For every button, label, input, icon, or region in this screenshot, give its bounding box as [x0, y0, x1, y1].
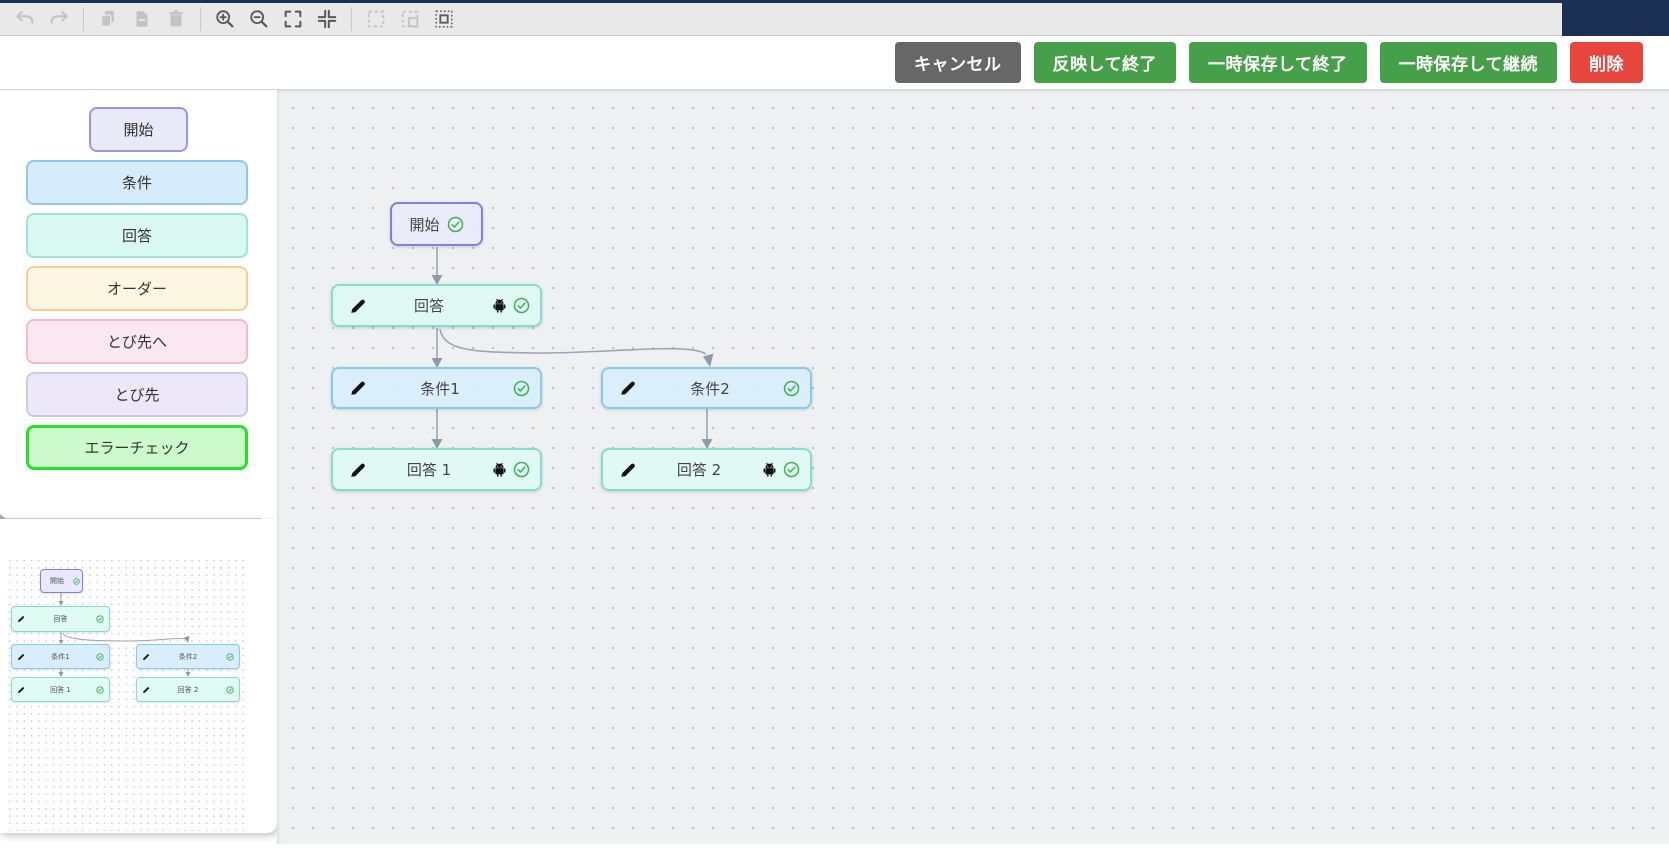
compress-view-icon[interactable] [312, 4, 342, 34]
minimap[interactable]: 開始 回答 条件1 条件2 [0, 519, 277, 833]
window-corner-block [1562, 0, 1669, 36]
check-circle-icon [226, 652, 234, 661]
edit-pencil-icon[interactable] [619, 379, 637, 397]
node-label: 回答 1 [406, 461, 452, 479]
sidebar: 開始 条件 回答 オーダー とび先へ とび先 エラーチェック [0, 90, 277, 844]
zoom-out-icon[interactable] [244, 4, 274, 34]
trash-icon[interactable] [161, 4, 191, 34]
minimap-node-condition1: 条件1 [11, 644, 110, 669]
edit-pencil-icon[interactable] [619, 461, 637, 479]
undo-icon[interactable] [10, 4, 40, 34]
copy-icon[interactable] [93, 4, 123, 34]
minimap-node-condition2: 条件2 [136, 644, 240, 669]
main-area: 開始 条件 回答 オーダー とび先へ とび先 エラーチェック [0, 90, 1669, 844]
minimap-node-answer2: 回答 2 [136, 677, 240, 702]
palette-item-answer[interactable]: 回答 [26, 213, 248, 258]
toolbar-separator [200, 7, 201, 31]
toolbar-separator [351, 7, 352, 31]
palette-item-jump-target[interactable]: とび先 [26, 372, 248, 417]
check-circle-icon [96, 652, 104, 661]
apply-and-exit-button[interactable]: 反映して終了 [1033, 42, 1176, 83]
minimap-node-answer1: 回答 1 [11, 677, 110, 702]
edit-pencil-icon[interactable] [349, 379, 367, 397]
check-circle-icon [226, 685, 234, 694]
edit-pencil-icon[interactable] [349, 461, 367, 479]
palette-item-condition[interactable]: 条件 [26, 160, 248, 205]
flow-canvas[interactable]: 開始 回答 条件1 [277, 90, 1669, 844]
palette-minimap-divider [0, 518, 261, 519]
node-answer1[interactable]: 回答 1 [331, 448, 542, 491]
android-icon [493, 298, 506, 313]
check-circle-icon [513, 461, 530, 478]
palette-item-error-check[interactable]: エラーチェック [26, 425, 248, 470]
action-bar: キャンセル 反映して終了 一時保存して終了 一時保存して継続 削除 [0, 36, 1669, 90]
node-label: 開始 [409, 215, 440, 234]
palette-item-start[interactable]: 開始 [89, 107, 188, 152]
check-circle-icon [783, 461, 800, 478]
pencil-icon [18, 616, 25, 622]
node-label: 条件1 [420, 379, 460, 398]
pencil-icon [143, 686, 150, 693]
check-circle-icon [96, 685, 104, 694]
node-label: 条件2 [690, 379, 730, 398]
edit-pencil-icon[interactable] [349, 297, 367, 315]
save-and-exit-button[interactable]: 一時保存して終了 [1189, 42, 1367, 83]
canvas-toolbar [0, 0, 1669, 36]
pencil-icon [18, 686, 25, 693]
redo-icon[interactable] [44, 4, 74, 34]
check-circle-icon [96, 615, 104, 623]
pencil-icon [18, 653, 25, 660]
check-circle-icon [73, 577, 80, 585]
check-circle-icon [447, 216, 463, 232]
cancel-button[interactable]: キャンセル [895, 42, 1021, 83]
delete-button[interactable]: 削除 [1570, 42, 1643, 83]
node-answer2[interactable]: 回答 2 [601, 448, 812, 491]
node-answer[interactable]: 回答 [331, 284, 542, 327]
check-circle-icon [783, 380, 800, 396]
palette-item-jump-to[interactable]: とび先へ [26, 319, 248, 364]
android-icon [493, 462, 506, 477]
fit-view-icon[interactable] [278, 4, 308, 34]
minimap-grid: 開始 回答 条件1 条件2 [6, 557, 246, 831]
select-all-icon[interactable] [429, 4, 459, 34]
palette-item-order[interactable]: オーダー [26, 266, 248, 311]
paste-file-icon[interactable] [127, 4, 157, 34]
toolbar-separator [83, 7, 84, 31]
node-start[interactable]: 開始 [390, 202, 483, 246]
save-and-continue-button[interactable]: 一時保存して継続 [1379, 42, 1557, 83]
select-node-icon[interactable] [395, 4, 425, 34]
check-circle-icon [513, 297, 530, 314]
check-circle-icon [513, 380, 530, 396]
minimap-node-answer: 回答 [11, 606, 110, 632]
minimap-node-start: 開始 [40, 569, 83, 593]
select-area-icon[interactable] [361, 4, 391, 34]
node-condition2[interactable]: 条件2 [601, 367, 812, 409]
zoom-in-icon[interactable] [210, 4, 240, 34]
android-icon [763, 462, 776, 477]
node-condition1[interactable]: 条件1 [331, 367, 542, 409]
node-palette: 開始 条件 回答 オーダー とび先へ とび先 エラーチェック [0, 90, 277, 470]
pencil-icon [143, 653, 150, 660]
node-label: 回答 [413, 297, 444, 315]
node-label: 回答 2 [676, 461, 722, 479]
